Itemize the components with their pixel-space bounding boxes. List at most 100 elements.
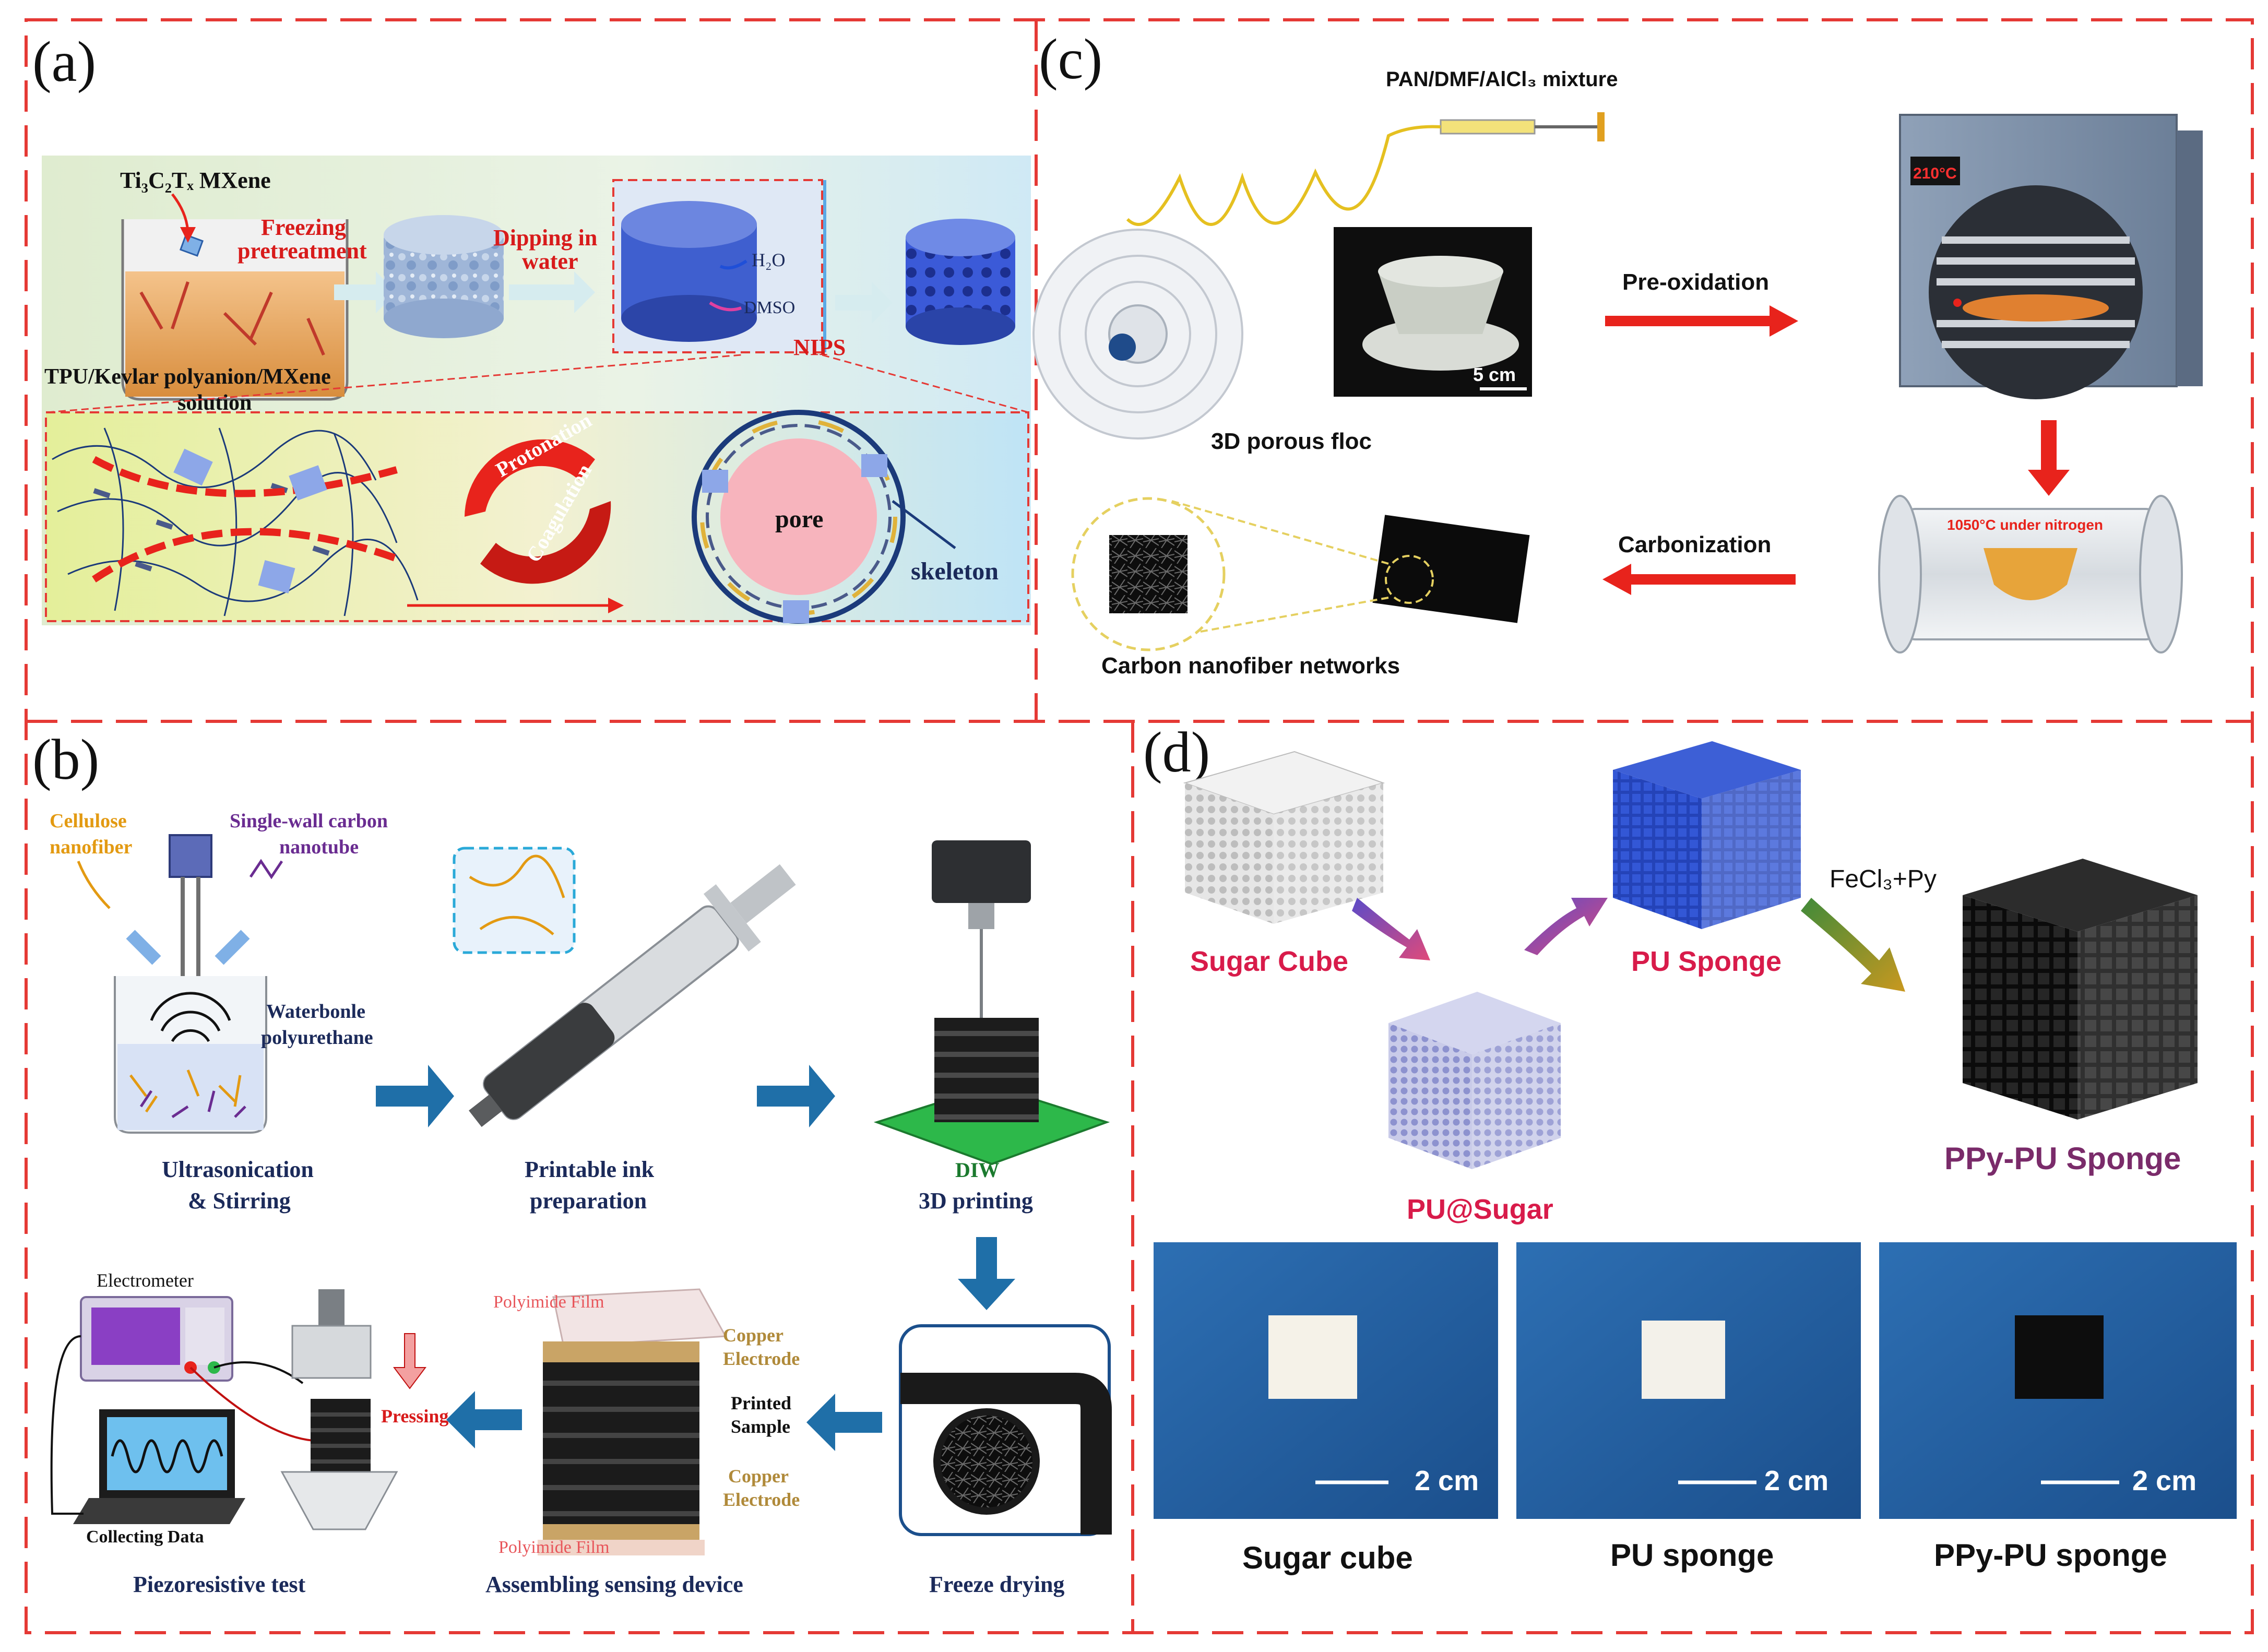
cellulose-label-1: Cellulose (50, 810, 127, 832)
sugar-cube-model (1183, 751, 1385, 924)
polyimide-bottom-label: Polyimide Film (498, 1538, 610, 1557)
copper1-label-1: Copper (723, 1325, 783, 1346)
ultrasonication-label-2: & Stirring (188, 1188, 291, 1214)
mixture-label: PAN/DMF/AlCl₃ mixture (1386, 68, 1618, 91)
syringe-fiber (1126, 112, 1605, 226)
panel-a-label: (a) (32, 30, 96, 93)
photo-ppy-caption: PPy-PU sponge (1934, 1538, 2167, 1573)
preox-label: Pre-oxidation (1622, 269, 1769, 295)
ink-label-1: Printable ink (525, 1157, 655, 1182)
assembling-label: Assembling sensing device (485, 1572, 743, 1597)
oven-temp: 210°C (1913, 165, 1957, 182)
photo-sugar-scale: 2 cm (1415, 1465, 1479, 1496)
copper2-label-1: Copper (728, 1466, 789, 1487)
printing-label: 3D printing (919, 1188, 1033, 1214)
pressing-arrow (393, 1333, 426, 1389)
printed-label-1: Printed (731, 1393, 791, 1413)
collecting-label: Collecting Data (86, 1527, 204, 1547)
arrow-sugar-to-pusugar (1352, 898, 1430, 960)
laptop (73, 1409, 245, 1524)
dipping-label: Dipping in (493, 225, 597, 251)
photo-ppy-sample (2015, 1315, 2104, 1399)
photo-sugar-sample (1268, 1315, 1357, 1399)
panel-frames (25, 18, 2254, 1634)
swcnt-label-2: nanotube (279, 836, 359, 858)
mxene-flake-3 (258, 560, 295, 593)
reagent-label: FeCl₃+Py (1830, 865, 1937, 893)
collector-spiral (1032, 229, 1243, 439)
photo-pu-scale: 2 cm (1764, 1465, 1828, 1496)
arrow-pusugar-to-pu (1524, 898, 1608, 955)
panel-b: (b) Cellulose nanofiber Single-wall carb… (32, 728, 1112, 1597)
ppy-pu-sponge-model (1963, 859, 2198, 1120)
dmso-label: DMSO (744, 298, 795, 317)
zoom-line-right (822, 354, 1029, 413)
electrometer-device (80, 1296, 233, 1382)
kevlar-strand-2 (92, 528, 398, 583)
floc-shape (1362, 256, 1519, 371)
photo-pu-sample (1642, 1321, 1725, 1399)
pore-structure (692, 410, 906, 624)
arrow-to-ink (376, 1065, 454, 1127)
furnace-label: 1050°C under nitrogen (1947, 517, 2103, 533)
nips-label: NIPS (793, 335, 846, 360)
pu-sugar-model (1388, 992, 1561, 1169)
water-label: water (522, 248, 578, 274)
waterborne-label-2: polyurethane (261, 1027, 373, 1049)
photo-pu-caption: PU sponge (1610, 1538, 1774, 1573)
porous-cylinder (906, 219, 1015, 345)
networks-label: Carbon nanofiber networks (1101, 653, 1400, 679)
waterborne-label-1: Waterbonle (266, 1001, 365, 1023)
electrometer-label: Electrometer (97, 1270, 194, 1291)
cellulose-label-2: nanofiber (50, 836, 132, 858)
frozen-foam-cylinder (384, 215, 504, 338)
panel-b-label: (b) (32, 728, 99, 791)
oven-to-furnace-arrow (2028, 420, 2070, 496)
panel-c-label: (c) (1039, 27, 1102, 91)
printed-lattice (934, 1018, 1039, 1122)
arrow-pu-to-ppy (1801, 898, 1905, 992)
printed-label-2: Sample (731, 1416, 790, 1437)
mxene-flake-2 (289, 465, 327, 501)
mxene-label: Ti₃C₂Tₓ MXene (120, 168, 271, 193)
panel-a: (a) Ti₃C₂Tₓ MXene TPU/Kevlar polyanion/M… (32, 30, 1031, 625)
floc-label: 3D porous floc (1211, 429, 1372, 454)
sensor-stack (538, 1288, 727, 1555)
ink-zoom-box (453, 847, 576, 954)
photo-ppy-scale: 2 cm (2132, 1465, 2196, 1496)
ink-label-2: preparation (530, 1188, 647, 1214)
h2o-arrow (719, 259, 747, 270)
mxene-pointer (171, 193, 196, 243)
arrow-freezing (334, 271, 397, 313)
ink-syringe (469, 864, 796, 1127)
printer-nozzle (932, 840, 1031, 1023)
swcnt-label-1: Single-wall carbon (230, 810, 388, 832)
polyimide-top-label: Polyimide Film (493, 1292, 604, 1312)
arrow-to-piezo (446, 1391, 522, 1448)
ultrasonic-beaker (114, 834, 267, 1134)
panel-d-label: (d) (1143, 720, 1210, 784)
ppy-pu-label: PPy-PU Sponge (1944, 1141, 2181, 1176)
panel-c: (c) PAN/DMF/AlCl₃ mixture 5 cm 3D porous… (1032, 27, 2203, 679)
freeze-label: Freeze drying (929, 1572, 1064, 1597)
solution-label-1: TPU/Kevlar polyanion/MXene (44, 365, 331, 389)
piezo-label: Piezoresistive test (133, 1572, 306, 1597)
pu-sponge-model (1613, 741, 1801, 929)
mxene-flake-1 (173, 448, 213, 486)
oven: 210°C (1899, 114, 2203, 399)
skeleton-label: skeleton (911, 557, 999, 585)
carbon-zoom-small (1385, 555, 1434, 604)
solution-label-2: solution (177, 391, 252, 415)
skeleton-pointer (892, 500, 956, 549)
dipping-cylinder (621, 201, 757, 342)
carbon-block (1372, 515, 1530, 623)
press-fixture (280, 1289, 398, 1530)
copper2-label-2: Electrode (723, 1489, 800, 1510)
arrow-to-printing (757, 1065, 835, 1127)
freezing-label: Freezing (261, 215, 346, 240)
tube-furnace: 1050°C under nitrogen (1878, 495, 2183, 653)
kevlar-strand-1 (92, 456, 398, 497)
panel-d: (d) Sugar Cube PU@Sugar PU Sponge FeCl₃+… (1143, 720, 2237, 1575)
diw-label: DIW (955, 1158, 999, 1182)
